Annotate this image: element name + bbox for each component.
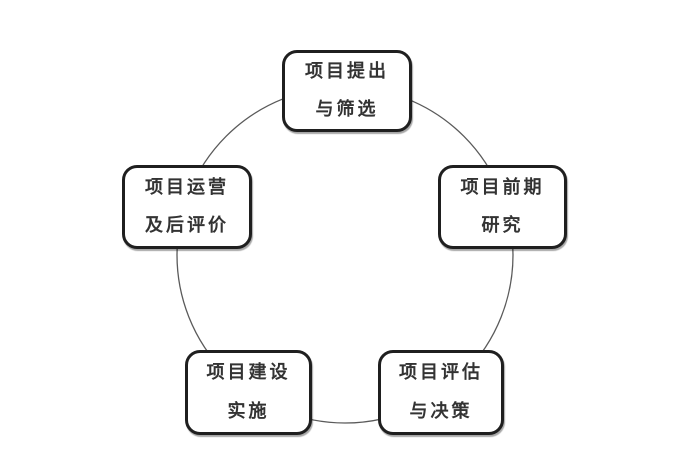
node-operation-post-evaluation: 项目运营 及后评价 [122,165,252,249]
node-construction-implementation: 项目建设 实施 [185,350,312,435]
node-label-line1: 项目提出 [305,60,389,82]
node-label-line1: 项目前期 [460,176,545,198]
node-proposal-screening: 项目提出 与筛选 [282,50,412,132]
node-label-line2: 研究 [481,215,524,236]
node-evaluation-decision: 项目评估 与决策 [378,350,504,435]
node-label-line2: 与决策 [409,400,473,422]
node-label-line1: 项目建设 [206,362,291,383]
node-label-line1: 项目评估 [399,362,483,383]
node-label-line1: 项目运营 [145,176,229,198]
node-label-line2: 实施 [227,400,270,422]
node-label-line2: 及后评价 [145,215,229,236]
node-label-line2: 与筛选 [315,99,379,120]
node-preliminary-research: 项目前期 研究 [438,165,567,249]
